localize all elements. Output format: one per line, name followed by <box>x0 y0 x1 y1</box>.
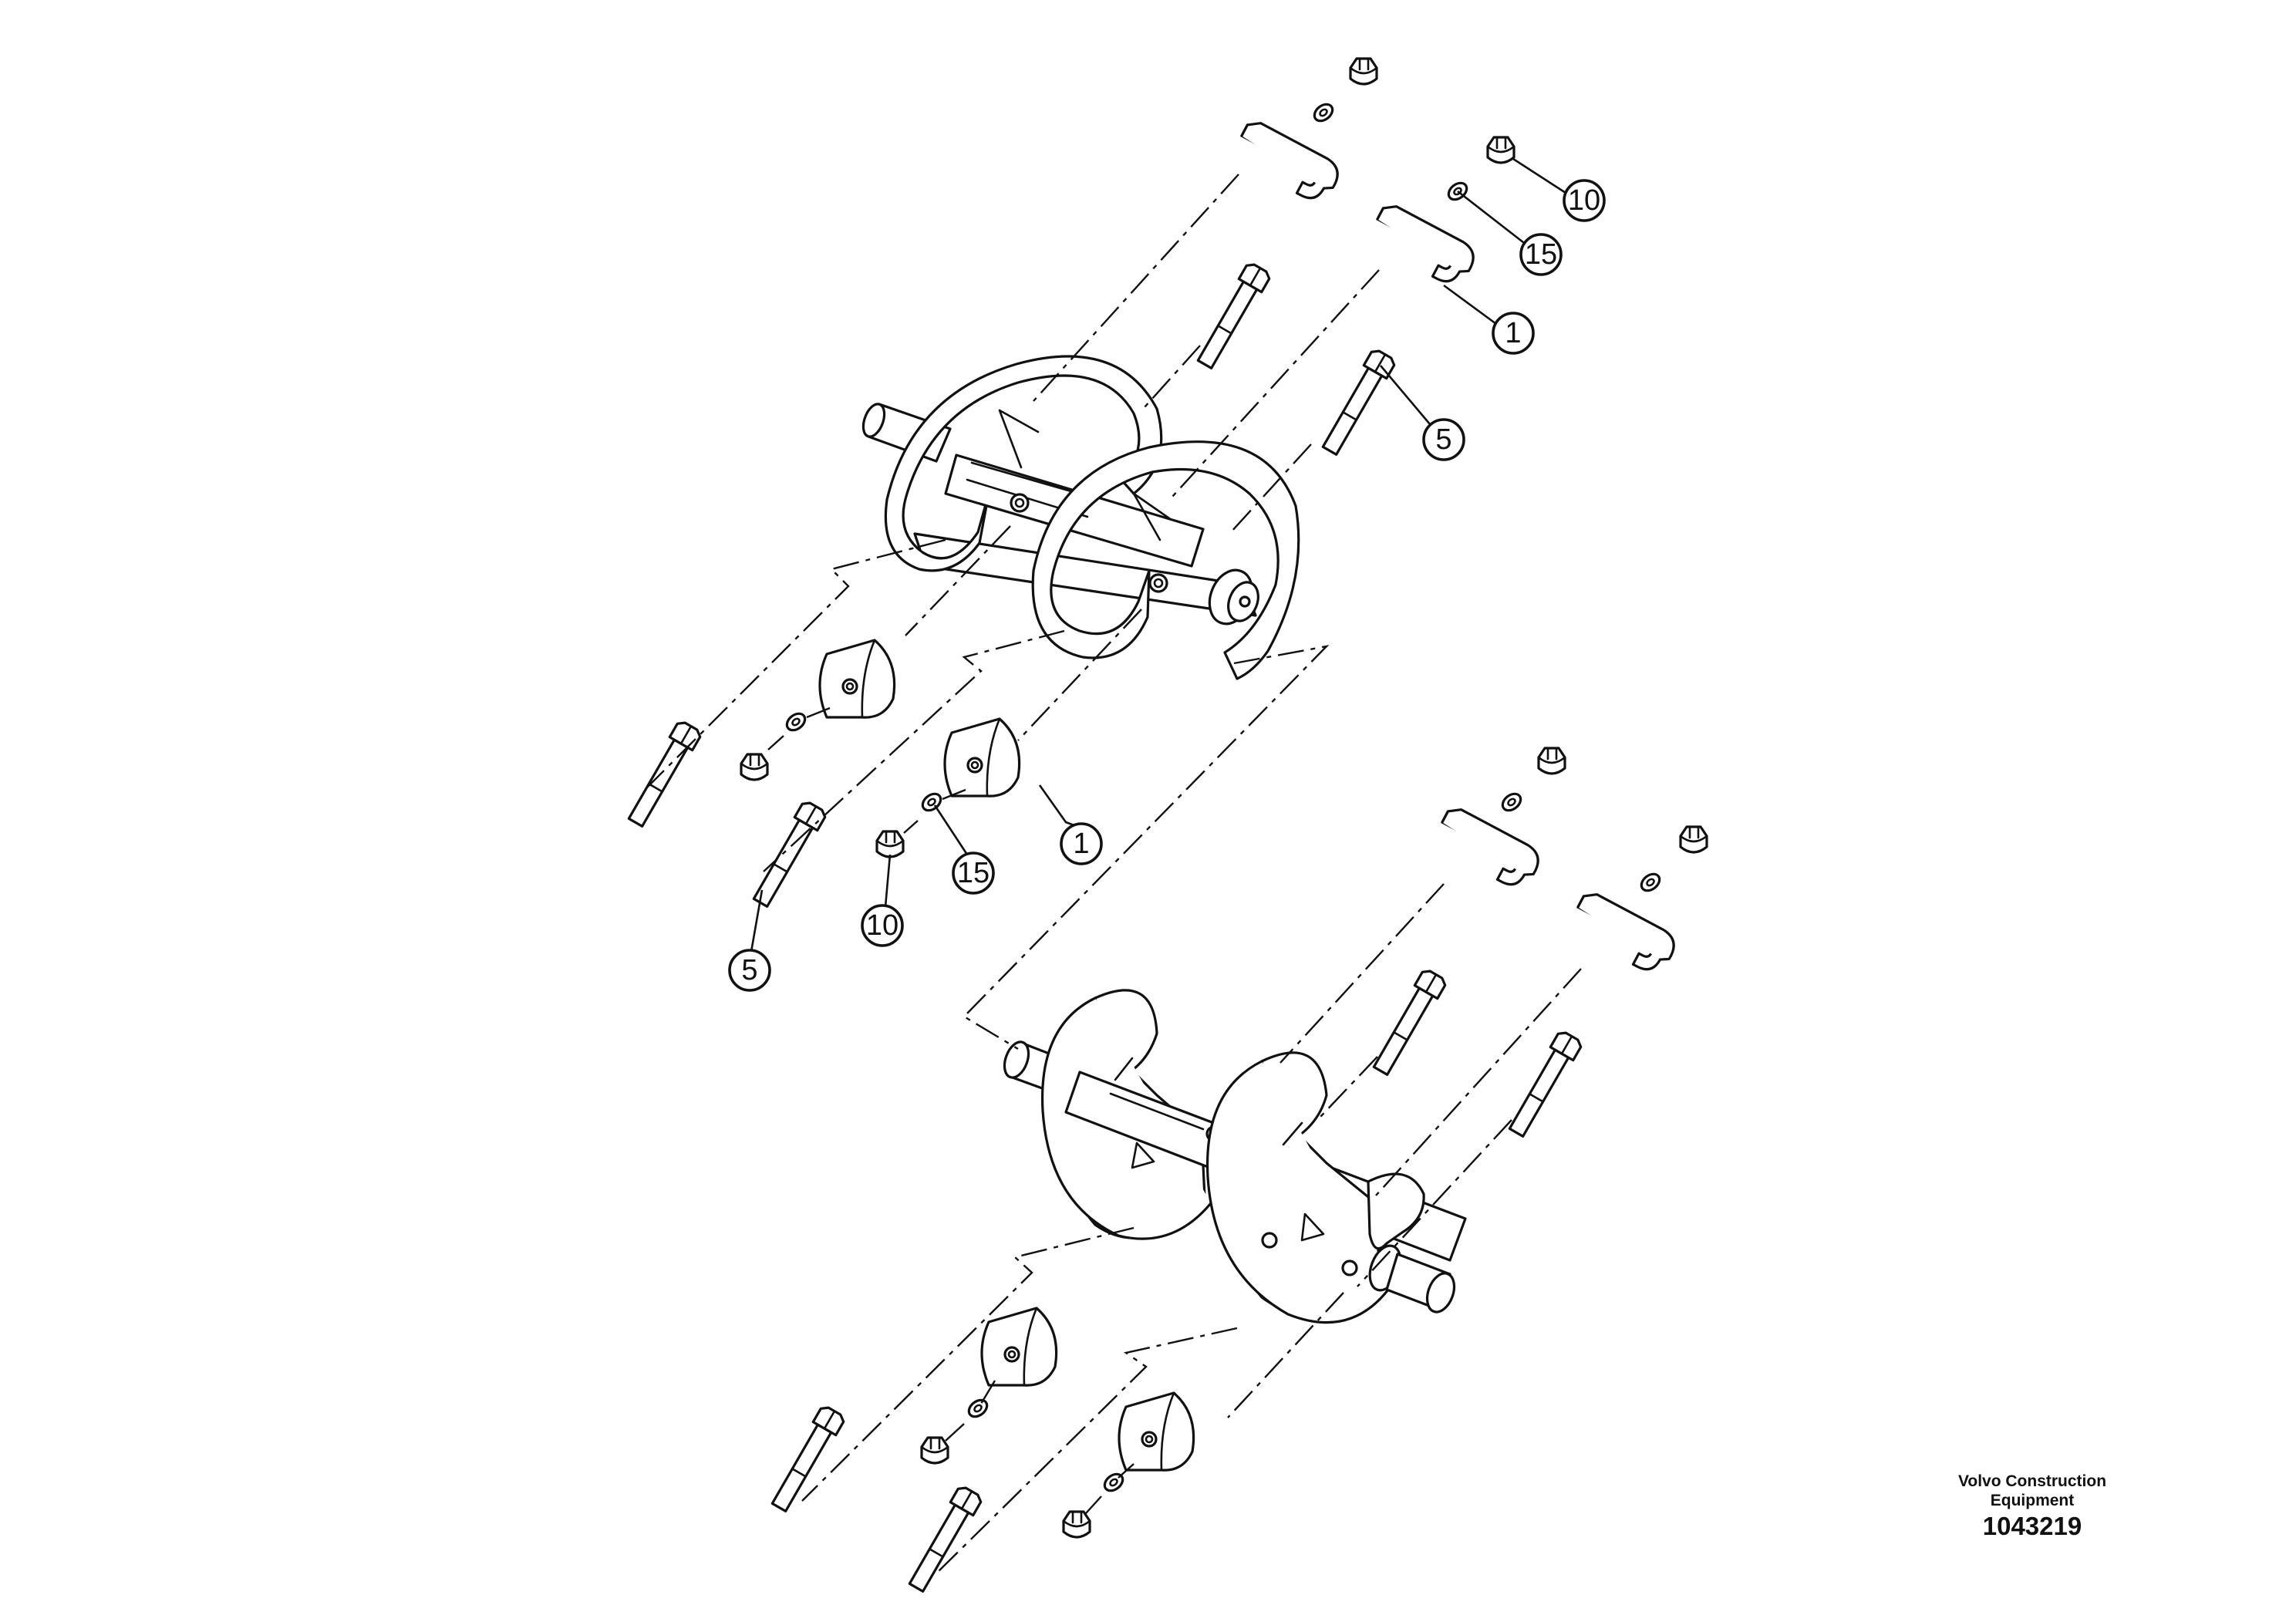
nut <box>1537 747 1566 775</box>
half-sleeve <box>1118 1391 1195 1472</box>
nut <box>1679 825 1708 854</box>
svg-text:15: 15 <box>1525 238 1557 271</box>
callout-washer-lower: 15 <box>952 851 995 895</box>
upper-hardware <box>622 57 1515 911</box>
callout-washer-upper: 15 <box>1519 233 1563 276</box>
svg-text:10: 10 <box>866 909 899 942</box>
nut <box>875 830 905 858</box>
callout-nut-lower: 10 <box>861 904 904 947</box>
callout-bolt-upper: 5 <box>1422 418 1465 461</box>
svg-text:5: 5 <box>1435 423 1451 456</box>
bolt <box>1317 346 1398 459</box>
half-sleeve <box>943 717 1021 798</box>
svg-text:15: 15 <box>957 857 990 889</box>
assembly-centerlines <box>647 174 1582 1574</box>
manufacturer-label: Volvo Construction Equipment <box>1957 1472 2107 1509</box>
callout-sleeve-upper: 1 <box>1492 312 1535 355</box>
nut <box>1486 136 1515 164</box>
nut <box>1062 1510 1091 1539</box>
nut <box>740 753 769 781</box>
callout-sleeve-lower: 1 <box>1060 822 1103 865</box>
clip-bracket <box>1565 888 1681 980</box>
svg-text:1: 1 <box>1505 317 1521 349</box>
clip-bracket <box>1229 116 1345 208</box>
svg-text:10: 10 <box>1568 184 1600 217</box>
nut <box>920 1436 949 1465</box>
washer <box>1310 99 1337 126</box>
callout-bolt-lower: 5 <box>728 949 771 992</box>
svg-text:5: 5 <box>741 954 757 986</box>
svg-text:1: 1 <box>1073 828 1089 860</box>
callout-nut-upper: 10 <box>1563 179 1606 222</box>
callouts: 10 15 1 5 1 15 10 5 <box>728 157 1606 992</box>
washer <box>918 789 946 815</box>
upper-auger-assembly <box>861 355 1300 680</box>
clip-bracket <box>1364 200 1481 292</box>
bolt <box>1192 260 1273 373</box>
lower-auger-assembly <box>1003 989 1467 1324</box>
washer <box>1637 869 1664 895</box>
bolt <box>1367 966 1449 1079</box>
clip-bracket <box>1429 803 1546 895</box>
bolt <box>1503 1028 1585 1141</box>
drawing-number: 1043219 <box>1982 1512 2082 1540</box>
washer <box>1498 789 1526 815</box>
washer <box>964 1395 992 1421</box>
half-sleeve <box>818 639 896 719</box>
nut <box>1349 57 1378 86</box>
bolt <box>622 718 704 831</box>
half-sleeve <box>980 1307 1058 1387</box>
washer <box>782 709 810 735</box>
